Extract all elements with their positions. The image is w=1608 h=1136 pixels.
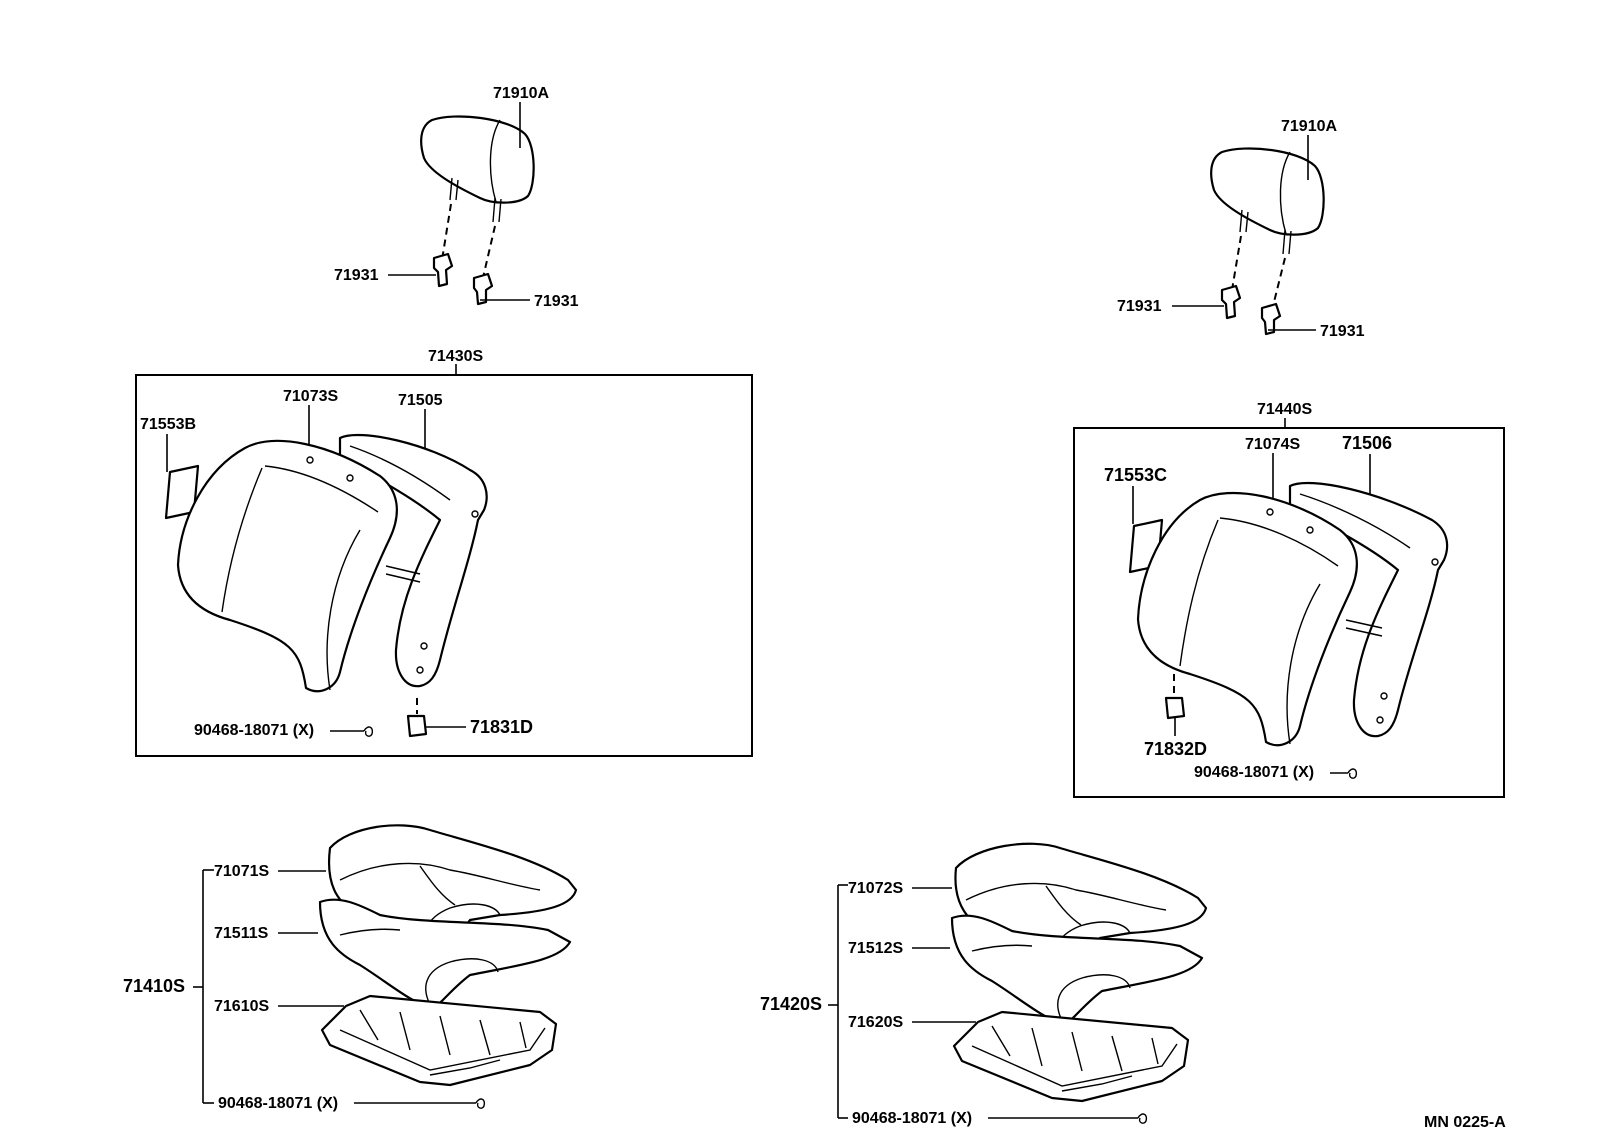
left-back-frame-label: 71505	[398, 392, 443, 409]
left-back-assembly-box	[135, 374, 753, 757]
left-cushion-group: 71410S 71071S 71511S 71610S 90468-18071 …	[123, 824, 578, 1112]
left-cushion-clip[interactable]	[475, 1098, 486, 1109]
left-cushion-frame[interactable]	[320, 994, 558, 1087]
left-headrest-group: 71910A 71931 71931	[334, 85, 579, 310]
left-headrest-stay-right	[492, 197, 502, 223]
right-headrest-label: 71910A	[1281, 118, 1337, 135]
left-back-cap[interactable]	[406, 714, 428, 738]
right-headrest-guide-left[interactable]	[1220, 284, 1242, 320]
right-back-pad-label: 71553C	[1104, 465, 1167, 485]
right-guide-right-label: 71931	[1320, 323, 1365, 340]
left-back-pad-label: 71553B	[140, 416, 196, 433]
right-back-cap[interactable]	[1164, 696, 1186, 720]
left-back-cover[interactable]	[176, 439, 398, 693]
left-back-frame[interactable]	[338, 433, 488, 688]
left-headrest-stay-left	[449, 177, 459, 201]
left-headrest[interactable]	[420, 115, 535, 204]
left-cushion-pad[interactable]	[318, 898, 572, 1010]
left-back-clip[interactable]	[363, 726, 374, 737]
left-cushion-pad-label: 71511S	[214, 925, 269, 942]
left-headrest-guide-right[interactable]	[472, 272, 494, 306]
right-cushion-group: 71420S 71072S 71512S 71620S 90468-18071 …	[760, 842, 1208, 1127]
right-back-assembly-box	[1073, 427, 1505, 798]
right-cushion-clip-label: 90468-18071 (X)	[852, 1110, 972, 1127]
right-cushion-cover-label: 71072S	[848, 880, 903, 897]
right-back-cap-label: 71832D	[1144, 739, 1207, 759]
left-cushion-frame-label: 71610S	[214, 998, 269, 1015]
left-cushion-cover-label: 71071S	[214, 863, 269, 880]
left-back-clip-label: 90468-18071 (X)	[194, 722, 314, 739]
right-cushion-frame-label: 71620S	[848, 1014, 903, 1031]
right-cushion-assembly-label: 71420S	[760, 994, 822, 1014]
right-headrest-group: 71910A 71931 71931	[1117, 118, 1365, 340]
left-back-cover-label: 71073S	[283, 388, 338, 405]
right-back-cover-label: 71074S	[1245, 436, 1300, 453]
left-guide-left-label: 71931	[334, 267, 379, 284]
right-back-clip[interactable]	[1347, 768, 1358, 779]
left-seatback-group: 71430S 71553B 71073S 71505 71831D 90468-…	[135, 348, 753, 757]
right-headrest-guide-right[interactable]	[1260, 302, 1282, 336]
left-back-cap-label: 71831D	[470, 717, 533, 737]
right-cushion-clip[interactable]	[1137, 1113, 1148, 1124]
right-back-assembly-label: 71440S	[1257, 401, 1312, 418]
drawing-code: MN 0225-A	[1424, 1114, 1506, 1131]
left-back-assembly-label: 71430S	[428, 348, 483, 365]
left-headrest-label: 71910A	[493, 85, 549, 102]
right-cushion-frame[interactable]	[952, 1010, 1190, 1103]
left-guide-right-label: 71931	[534, 293, 579, 310]
right-cushion-pad[interactable]	[950, 914, 1204, 1026]
left-headrest-guide-left[interactable]	[432, 252, 454, 288]
left-cushion-assembly-label: 71410S	[123, 976, 185, 996]
right-back-cover[interactable]	[1136, 491, 1358, 747]
left-cushion-clip-label: 90468-18071 (X)	[218, 1095, 338, 1112]
right-guide-left-label: 71931	[1117, 298, 1162, 315]
right-headrest[interactable]	[1210, 147, 1325, 236]
right-cushion-pad-label: 71512S	[848, 940, 903, 957]
right-back-clip-label: 90468-18071 (X)	[1194, 764, 1314, 781]
right-seatback-group: 71440S 71553C 71074S 71506 71832D 90468-…	[1073, 401, 1505, 798]
right-back-frame-label: 71506	[1342, 433, 1392, 453]
